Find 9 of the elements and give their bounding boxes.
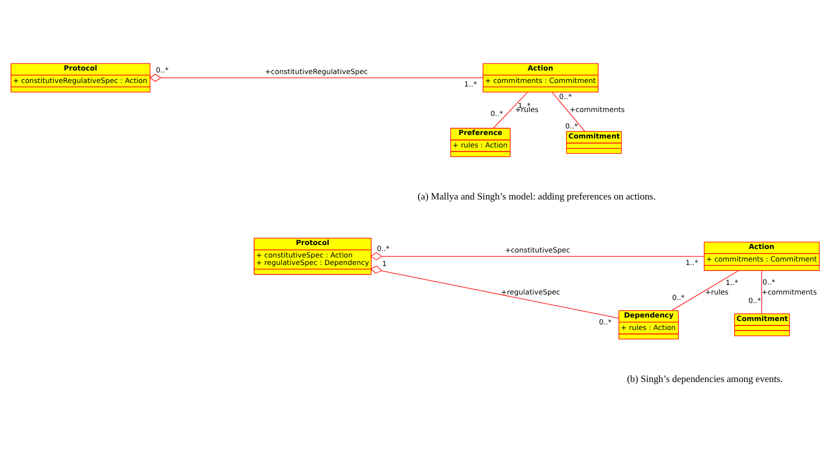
connector xyxy=(493,92,528,128)
connector xyxy=(761,270,762,314)
connector xyxy=(370,266,620,319)
connector xyxy=(552,92,586,132)
connector xyxy=(671,270,740,311)
connector xyxy=(149,74,484,82)
label: (b) Singh’s dependencies among events. xyxy=(626,374,783,386)
connector xyxy=(370,252,704,260)
label: (a) Mallya and Singh’s model: adding preferences on actions. xyxy=(418,192,656,203)
